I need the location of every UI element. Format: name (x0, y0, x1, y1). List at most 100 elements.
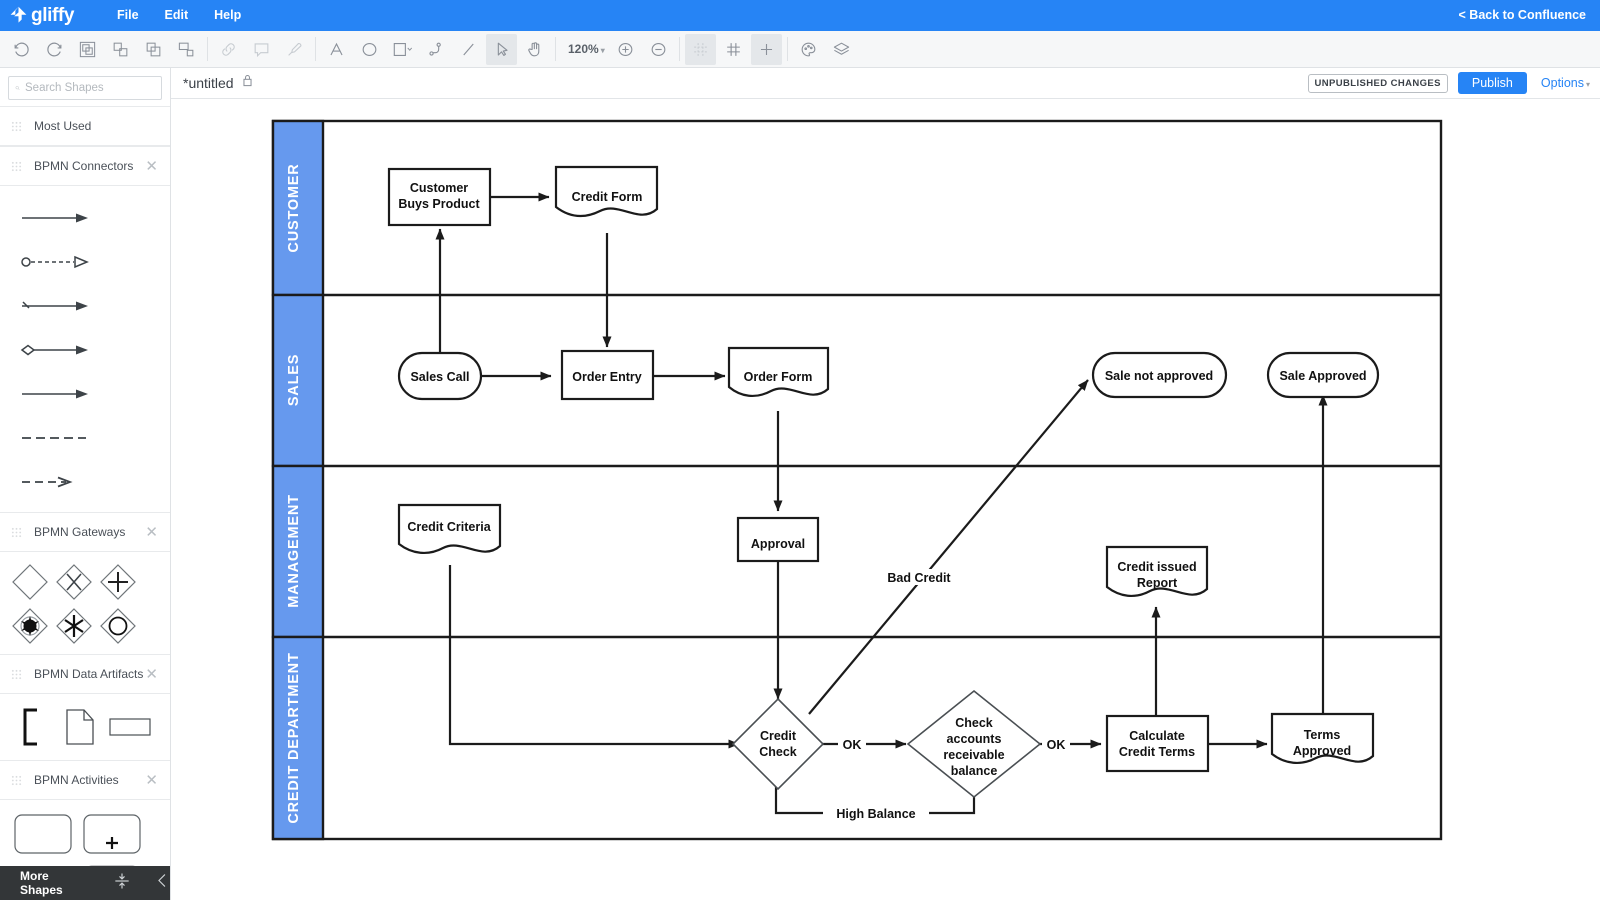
diagram-canvas[interactable]: CUSTOMER SALES MANAGEMENT CREDIT DEPARTM… (171, 99, 1600, 900)
shape-conditional-flow[interactable] (12, 328, 98, 372)
node-sale-not-approved[interactable]: Sale not approved (1091, 351, 1228, 399)
shape-default-flow[interactable] (12, 284, 98, 328)
node-label-line1: Credit (760, 729, 797, 743)
node-approval[interactable]: Approval (736, 516, 820, 563)
node-credit-issued-report[interactable]: Credit issued Report (1105, 545, 1209, 597)
sidebar-section-bpmn-connectors[interactable]: BPMN Connectors ✕ (0, 146, 170, 186)
shape-gateway-inclusive[interactable] (96, 604, 140, 648)
lane-customer-label: CUSTOMER (286, 163, 302, 252)
connector-icon[interactable] (420, 34, 451, 65)
search-shapes-box[interactable] (8, 76, 162, 100)
app-logo-text: gliffy (31, 4, 74, 26)
show-grid-icon[interactable] (718, 34, 749, 65)
shape-task[interactable] (8, 808, 77, 860)
layers-icon[interactable] (826, 34, 857, 65)
node-sales-call[interactable]: Sales Call (397, 351, 483, 401)
guides-icon[interactable] (750, 33, 782, 65)
options-button[interactable]: Options▾ (1541, 76, 1590, 90)
node-sale-approved[interactable]: Sale Approved (1266, 351, 1380, 399)
node-credit-form[interactable]: Credit Form (554, 165, 659, 217)
node-calculate-credit-terms[interactable]: Calculate Credit Terms (1105, 714, 1210, 773)
group-icon[interactable] (72, 34, 103, 65)
drag-grip-icon (11, 121, 22, 131)
app-logo[interactable]: gliffy (9, 5, 74, 27)
shape-gateway-event-based[interactable] (8, 604, 52, 648)
snap-to-grid-icon[interactable] (684, 33, 716, 65)
lane-frame (271, 119, 1443, 841)
lock-icon[interactable] (242, 74, 253, 92)
sidebar-section-most-used[interactable]: Most Used (0, 106, 170, 146)
shape-association-open[interactable] (12, 460, 98, 504)
publish-button[interactable]: Publish (1457, 72, 1527, 94)
search-input[interactable] (25, 82, 155, 94)
close-icon[interactable]: ✕ (145, 523, 158, 541)
menu-edit[interactable]: Edit (164, 8, 189, 22)
diamond-circle-icon (100, 608, 136, 644)
text-icon[interactable] (321, 34, 352, 65)
zoom-out-icon[interactable] (643, 34, 674, 65)
menu-help[interactable]: Help (214, 8, 242, 22)
node-credit-check[interactable]: Credit Check (731, 697, 825, 791)
node-order-form[interactable]: Order Form (727, 346, 830, 397)
lane-sales[interactable]: SALES (271, 293, 325, 468)
shape-association[interactable] (12, 416, 98, 460)
lane-management[interactable]: MANAGEMENT (271, 464, 325, 639)
close-icon[interactable]: ✕ (145, 157, 158, 175)
chevron-left-icon[interactable] (154, 872, 170, 894)
more-shapes-bar[interactable]: More Shapes (0, 866, 170, 900)
line-icon[interactable] (453, 34, 484, 65)
search-icon (15, 86, 20, 91)
redo-icon[interactable] (39, 34, 70, 65)
hand-icon[interactable] (519, 34, 550, 65)
shape-gateway-exclusive-blank[interactable] (8, 560, 52, 604)
comment-icon[interactable] (246, 34, 277, 65)
zoom-in-icon[interactable] (610, 34, 641, 65)
zoom-level-dropdown[interactable]: 120%▾ (560, 42, 609, 56)
sidebar-section-bpmn-gateways[interactable]: BPMN Gateways ✕ (0, 512, 170, 552)
bring-to-front-icon[interactable] (138, 34, 169, 65)
node-terms-approved[interactable]: Terms Approved (1270, 712, 1375, 764)
shape-gateway-exclusive-x[interactable] (52, 560, 96, 604)
undo-icon[interactable] (6, 34, 37, 65)
shape-gateway-parallel[interactable] (96, 560, 140, 604)
document-title[interactable]: *untitled (183, 75, 234, 91)
edge-label-bad-credit: Bad Credit (887, 571, 951, 585)
options-label: Options (1540, 76, 1584, 90)
node-check-accounts-receivable-balance[interactable]: Check accounts receivable balance (906, 689, 1042, 799)
node-customer-buys-product[interactable]: Customer Buys Product (387, 167, 492, 227)
toolbar-divider (315, 37, 316, 61)
edge-creditcriteria-to-creditcheck[interactable] (448, 565, 740, 749)
toolbar-divider (207, 37, 208, 61)
sidebar-section-bpmn-activities[interactable]: BPMN Activities ✕ (0, 760, 170, 800)
shape-data-store[interactable] (104, 704, 156, 750)
shape-gateway-complex[interactable] (52, 604, 96, 648)
sidebar-section-bpmn-data-artifacts[interactable]: BPMN Data Artifacts ✕ (0, 654, 170, 694)
data-object-icon (66, 709, 94, 745)
shape-subprocess[interactable] (77, 808, 146, 860)
send-to-back-icon[interactable] (171, 34, 202, 65)
theme-icon[interactable] (793, 34, 824, 65)
ungroup-icon[interactable] (105, 34, 136, 65)
lane-customer[interactable]: CUSTOMER (271, 119, 325, 297)
rectangle-icon[interactable] (387, 34, 418, 65)
shape-association-directed[interactable] (12, 372, 98, 416)
back-to-confluence-link[interactable]: < Back to Confluence (1458, 8, 1586, 22)
node-credit-criteria[interactable]: Credit Criteria (397, 503, 502, 554)
node-label: Sale Approved (1279, 369, 1366, 383)
collapse-expand-icon[interactable] (112, 871, 132, 896)
shape-grid-data-artifacts (0, 694, 170, 760)
pointer-icon[interactable] (486, 33, 517, 65)
close-icon[interactable]: ✕ (145, 665, 158, 683)
shape-sequence-flow[interactable] (12, 196, 98, 240)
edge-creditcheck-to-salenotapproved[interactable] (808, 379, 1089, 715)
close-icon[interactable]: ✕ (145, 771, 158, 789)
eyedropper-icon[interactable] (279, 34, 310, 65)
menu-file[interactable]: File (117, 8, 139, 22)
shape-data-object[interactable] (56, 704, 104, 750)
shape-group-bracket[interactable] (8, 704, 56, 750)
lane-credit-department[interactable]: CREDIT DEPARTMENT (271, 635, 325, 841)
link-icon[interactable] (213, 34, 244, 65)
node-order-entry[interactable]: Order Entry (560, 349, 655, 401)
shape-message-flow[interactable] (12, 240, 98, 284)
ellipse-icon[interactable] (354, 34, 385, 65)
